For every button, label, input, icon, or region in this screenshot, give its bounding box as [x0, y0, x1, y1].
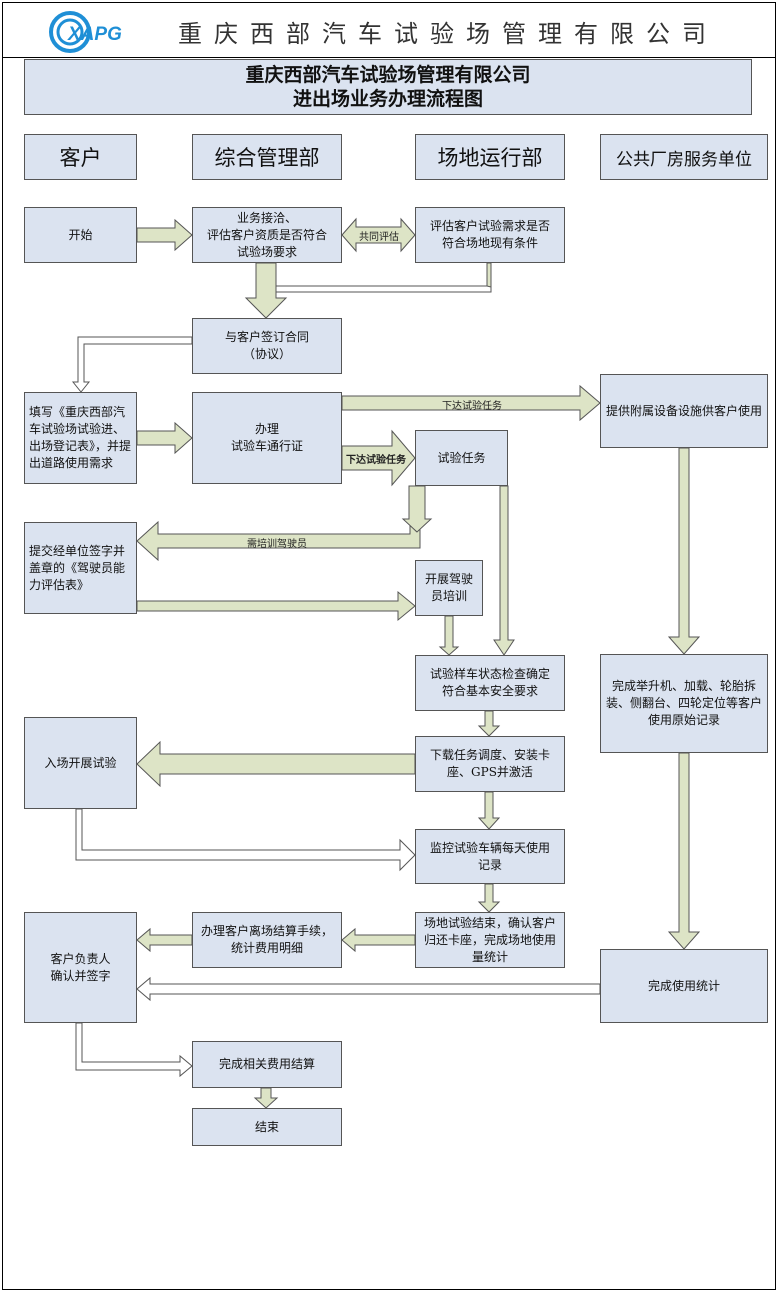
node-test-end: 场地试验结束，确认客户归还卡座，完成场地使用量统计	[415, 912, 565, 968]
header-divider	[2, 57, 776, 58]
arrow-training-to-check	[438, 615, 460, 656]
label-issue-task-top: 下达试验任务	[442, 401, 502, 412]
chart-title: 重庆西部汽车试验场管理有限公司 进出场业务办理流程图	[24, 59, 752, 115]
node-end: 结束	[192, 1108, 342, 1146]
label-need-training: 需培训驾驶员	[247, 539, 307, 550]
lane-header-site-ops-dept: 场地运行部	[415, 134, 565, 180]
logo-text: XAPG	[67, 24, 122, 45]
node-business-intake: 业务接洽、 评估客户资质是否符合 试验场要求	[192, 207, 342, 263]
header-bar: XAPG 重庆西部汽车试验场管理有限公司	[2, 2, 776, 58]
arrow-assess-return	[486, 262, 492, 288]
arrow-enter-to-monitor	[75, 808, 416, 872]
node-driver-training: 开展驾驶 员培训	[415, 560, 483, 616]
node-vehicle-check: 试验样车状态检查确定 符合基本安全要求	[415, 655, 565, 711]
label-joint-assessment: 共同评估	[359, 232, 399, 243]
arrow-contract-to-form	[71, 336, 193, 393]
arrow-permit-to-task	[341, 429, 416, 487]
label-issue-task-mid: 下达试验任务	[346, 455, 406, 466]
lane-header-admin-dept: 综合管理部	[192, 134, 342, 180]
node-download-dispatch: 下载任务调度、安装卡 座、GPS并激活	[415, 736, 565, 792]
node-pass-permit: 办理 试验车通行证	[192, 392, 342, 484]
arrow-return-head	[264, 280, 492, 298]
node-fee-settlement: 完成相关费用结算	[192, 1041, 342, 1088]
arrow-fee-to-end	[253, 1087, 279, 1109]
arrow-form-to-permit	[136, 421, 193, 455]
arrow-equipment-to-records	[667, 447, 701, 655]
node-test-task: 试验任务	[415, 430, 508, 486]
title-line-1: 重庆西部汽车试验场管理有限公司	[245, 64, 531, 86]
lane-header-public-service-unit: 公共厂房服务单位	[600, 134, 768, 180]
node-fill-form: 填写《重庆西部汽车试验场试验进、出场登记表》，并提出道路使用需求	[24, 392, 137, 484]
arrow-download-to-enter	[136, 740, 416, 788]
arrow-stats-to-confirm	[136, 976, 601, 1002]
arrow-confirm-to-fee	[75, 1022, 193, 1078]
node-monitor-usage: 监控试验车辆每天使用 记录	[415, 829, 565, 884]
header-company-name: 重庆西部汽车试验场管理有限公司	[178, 20, 718, 48]
company-logo: XAPG	[49, 11, 122, 53]
arrow-start-to-intake	[136, 218, 193, 252]
node-exit-settlement: 办理客户离场结算手续，统计费用明细	[192, 912, 342, 968]
node-sign-contract: 与客户签订合同 （协议）	[192, 318, 342, 374]
title-line-2: 进出场业务办理流程图	[292, 88, 483, 110]
node-usage-stats: 完成使用统计	[600, 949, 768, 1023]
arrow-settlement-to-confirm	[136, 927, 193, 953]
arrow-download-to-monitor	[477, 791, 501, 830]
arrow-end-to-settlement	[341, 927, 416, 953]
arrow-check-to-download	[477, 710, 501, 737]
node-assess-need: 评估客户试验需求是否 符合场地现有条件	[415, 207, 565, 263]
arrow-intake-to-contract	[244, 262, 288, 319]
node-provide-equipment: 提供附属设备设施供客户使用	[600, 374, 768, 448]
arrow-records-to-stats	[667, 752, 701, 950]
arrow-task-to-check	[493, 485, 515, 656]
arrow-form-to-training	[136, 590, 416, 622]
node-enter-test: 入场开展试验	[24, 717, 137, 809]
lane-header-client: 客户	[24, 134, 137, 180]
arrow-monitor-to-end	[477, 883, 501, 913]
node-start: 开始	[24, 207, 137, 263]
arrow-permit-to-equipment	[341, 384, 601, 422]
node-submit-assessment-form: 提交经单位签字并盖章的《驾驶员能力评估表》	[24, 522, 137, 614]
node-complete-records: 完成举升机、加载、轮胎拆装、侧翻台、四轮定位等客户使用原始记录	[600, 654, 768, 753]
node-client-confirm: 客户负责人 确认并签字	[24, 912, 137, 1023]
arrow-task-down-head	[401, 485, 433, 533]
